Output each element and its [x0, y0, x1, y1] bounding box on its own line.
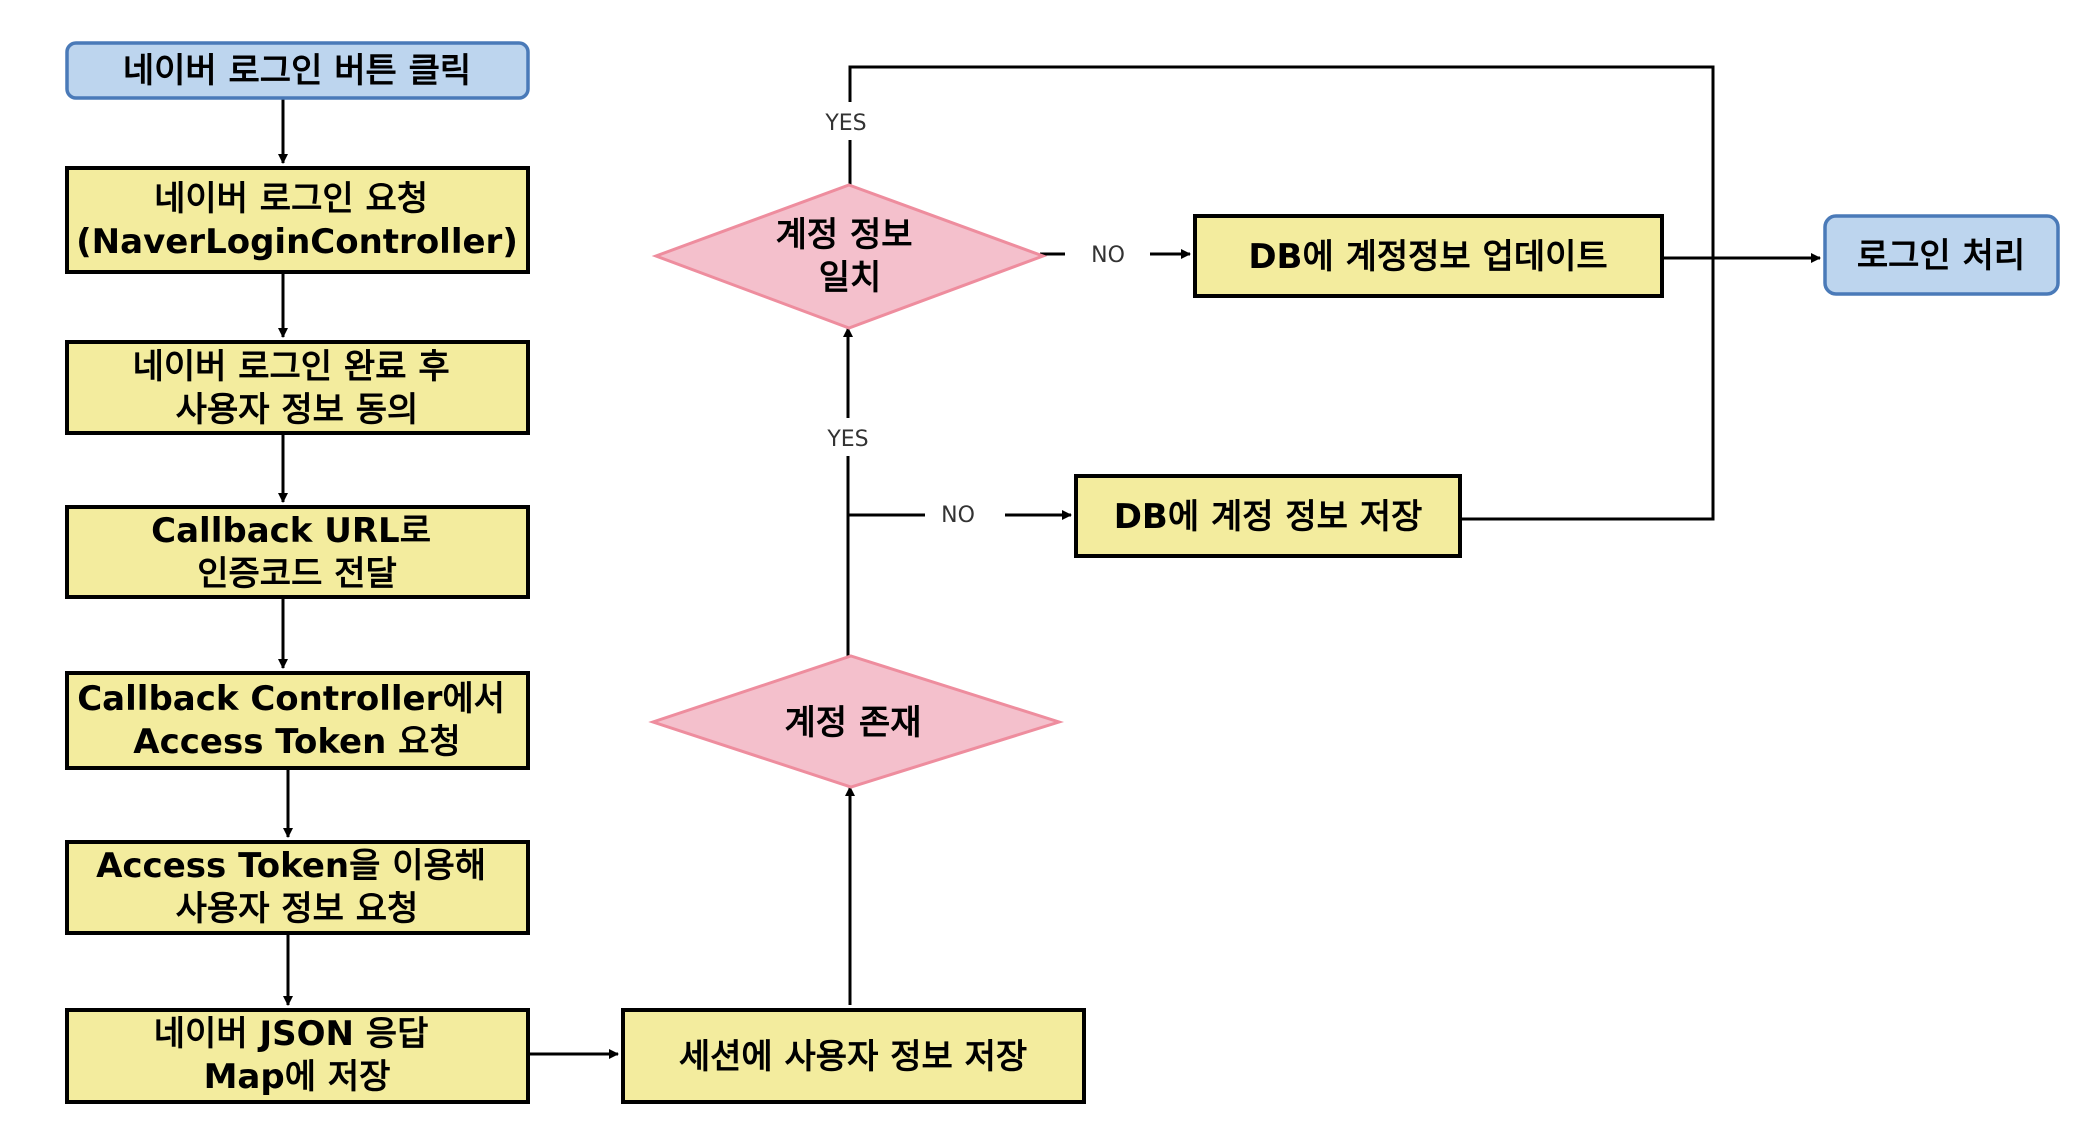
no-label-match: NO [1091, 243, 1125, 268]
svg-text:Callback URL로 인증코드 전달: Callback URL로 인증코드 전달 [151, 511, 443, 594]
svg-text:네이버 로그인 요청 (NaverLoginCo: 네이버 로그인 요청 (NaverLoginController) [76, 179, 518, 262]
json-label-line1: 네이버 JSON 응답 [154, 1014, 429, 1054]
node-login: 로그인 처리 [1823, 214, 2060, 296]
svg-text:네이버 로그인 버튼 클릭: 네이버 로그인 버튼 클릭 [123, 51, 471, 91]
consent-process-box [65, 340, 530, 435]
callback-label-line2: 인증코드 전달 [197, 554, 397, 594]
session-label: 세션에 사용자 정보 저장 [679, 1037, 1027, 1077]
exists-decision-diamond [648, 654, 1064, 789]
callback-label-line1: Callback URL로 [151, 511, 431, 551]
yes-label-mid: YES [826, 427, 868, 452]
node-profile: Access Token을 이용해 사용자 정보 요청 [65, 840, 530, 935]
update-process-box [1193, 214, 1664, 298]
svg-text:Callback Controller에서 Ac: Callback Controller에서 Access Token 요청 [77, 679, 517, 762]
svg-text:계정 존재: 계정 존재 [785, 703, 922, 743]
node-token: Callback Controller에서 Access Token 요청 [65, 671, 530, 770]
token-process-box [65, 671, 530, 770]
request-label-line2: (NaverLoginController) [76, 222, 518, 262]
node-request: 네이버 로그인 요청 (NaverLoginController) [65, 166, 530, 274]
token-label-line2: Access Token 요청 [133, 722, 460, 762]
session-process-box [621, 1008, 1086, 1104]
svg-text:세션에 사용자 정보 저장: 세션에 사용자 정보 저장 [679, 1037, 1027, 1077]
no-label-exists: NO [941, 503, 975, 528]
consent-label-line1: 네이버 로그인 완료 후 [133, 347, 450, 387]
svg-text:계정 정보 일치: 계정 정보 일치 [776, 215, 925, 298]
svg-text:DB에 계정정보 업데이트: DB에 계정정보 업데이트 [1248, 237, 1607, 277]
update-label: DB에 계정정보 업데이트 [1248, 237, 1607, 277]
start-terminal-box [65, 41, 530, 100]
node-json: 네이버 JSON 응답 Map에 저장 [65, 1008, 530, 1104]
node-consent: 네이버 로그인 완료 후 사용자 정보 동의 [65, 340, 530, 435]
callback-process-box [65, 505, 530, 599]
request-process-box [65, 166, 530, 274]
node-exists: 계정 존재 [648, 654, 1064, 789]
login-label: 로그인 처리 [1857, 236, 2025, 276]
svg-text:Access Token을 이용해 사용자 정보: Access Token을 이용해 사용자 정보 요청 [96, 846, 498, 929]
login-terminal-box [1823, 214, 2060, 296]
yes-label-top: YES [824, 111, 866, 136]
start-label: 네이버 로그인 버튼 클릭 [123, 51, 471, 91]
node-match: 계정 정보 일치 [651, 183, 1048, 330]
save-label: DB에 계정 정보 저장 [1114, 497, 1423, 537]
node-save: DB에 계정 정보 저장 [1074, 474, 1462, 558]
profile-label-line2: 사용자 정보 요청 [176, 889, 419, 929]
edge-labels: YES YES NO NO [815, 102, 1125, 528]
svg-text:DB에 계정 정보 저장: DB에 계정 정보 저장 [1114, 497, 1423, 537]
profile-label-line1: Access Token을 이용해 [96, 846, 486, 886]
consent-label-line2: 사용자 정보 동의 [176, 390, 419, 430]
svg-text:네이버 로그인 완료 후 사용자 정보 동의: 네이버 로그인 완료 후 사용자 정보 동의 [133, 347, 462, 430]
match-label-line2: 일치 [819, 258, 882, 298]
request-label-line1: 네이버 로그인 요청 [154, 179, 428, 219]
match-decision-diamond [651, 183, 1048, 330]
token-label-line1: Callback Controller에서 [77, 679, 505, 719]
exists-label: 계정 존재 [785, 703, 922, 743]
node-start: 네이버 로그인 버튼 클릭 [65, 41, 530, 100]
node-session: 세션에 사용자 정보 저장 [621, 1008, 1086, 1104]
save-process-box [1074, 474, 1462, 558]
node-callback: Callback URL로 인증코드 전달 [65, 505, 530, 599]
json-process-box [65, 1008, 530, 1104]
svg-text:로그인 처리: 로그인 처리 [1857, 236, 2025, 276]
profile-process-box [65, 840, 530, 935]
json-label-line2: Map에 저장 [204, 1057, 391, 1097]
svg-text:네이버 JSON 응답 Map에 저장: 네이버 JSON 응답 Map에 저장 [154, 1014, 440, 1097]
node-update: DB에 계정정보 업데이트 [1193, 214, 1664, 298]
match-label-line1: 계정 정보 [776, 215, 913, 255]
